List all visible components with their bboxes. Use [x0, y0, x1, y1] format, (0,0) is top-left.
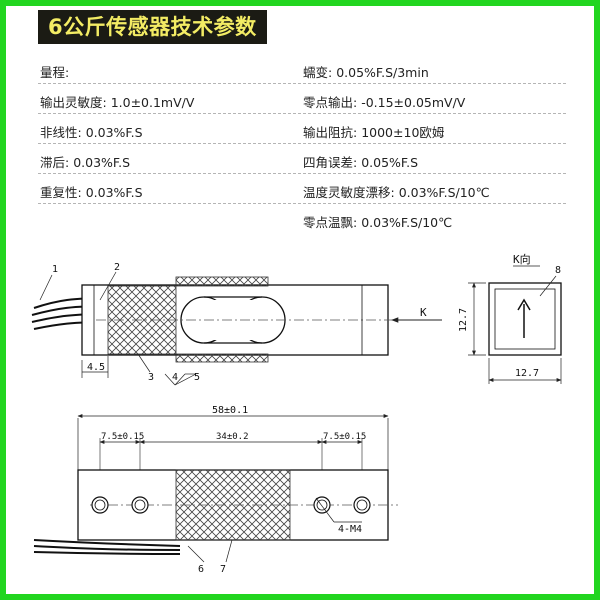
spec-corner-error: 四角误差: 0.05%F.S [303, 152, 418, 171]
top-view: 58±0.1 7.5±0.15 34±0.2 7.5±0.15 4-M4 [33, 405, 398, 575]
table-divider [38, 143, 566, 144]
end-view: K向 8 12.7 12.7 [458, 252, 562, 384]
spec-label: 零点输出: [303, 95, 358, 110]
spec-hysteresis: 滞后: 0.03%F.S [40, 152, 130, 171]
spec-label: 输出阻抗: [303, 125, 358, 140]
bottom-cover-strip [175, 353, 269, 363]
top-cover-strip [175, 276, 269, 287]
spec-value: -0.15±0.05mV/V [361, 95, 466, 110]
force-label-k: K [420, 306, 427, 319]
spec-temp-sensitivity-drift: 温度灵敏度漂移: 0.03%F.S/10℃ [303, 182, 490, 201]
spec-value: 0.03%F.S/10℃ [398, 185, 490, 200]
table-divider [38, 113, 566, 114]
spec-label: 蠕变: [303, 65, 333, 80]
dim-4-5: 4.5 [87, 362, 105, 373]
spec-value: 0.03%F.S/10℃ [361, 215, 453, 230]
callout-1: 1 [52, 264, 58, 275]
spec-output-impedance: 输出阻抗: 1000±10欧姆 [303, 122, 444, 141]
cable-wires-bottom [33, 539, 181, 555]
dim-end-height: 12.7 [458, 308, 469, 332]
page-title: 6公斤传感器技术参数 [38, 10, 267, 44]
spec-label: 四角误差: [303, 155, 358, 170]
spec-label: 重复性: [40, 185, 82, 200]
side-view: K 4.5 1 2 3 4 5 [31, 262, 442, 386]
spec-label: 非线性: [40, 125, 82, 140]
spec-creep: 蠕变: 0.05%F.S/3min [303, 62, 429, 81]
spec-label: 滞后: [40, 155, 70, 170]
spec-label: 零点温飘: [303, 215, 358, 230]
callout-3: 3 [148, 372, 154, 383]
spec-value: 0.03%F.S [73, 155, 131, 170]
spec-output-sensitivity: 输出灵敏度: 1.0±0.1mV/V [40, 92, 194, 111]
dim-center-span: 34±0.2 [216, 432, 249, 442]
spec-value: 0.05%F.S/3min [336, 65, 429, 80]
hole-spec: 4-M4 [338, 524, 362, 535]
dim-end-width: 12.7 [515, 368, 539, 379]
spec-value: 0.05%F.S [361, 155, 419, 170]
spec-label: 温度灵敏度漂移: [303, 185, 395, 200]
callout-8: 8 [555, 265, 561, 276]
spec-label: 输出灵敏度: [40, 95, 107, 110]
table-divider [38, 83, 566, 84]
dim-left-hole-spacing: 7.5±0.15 [101, 432, 144, 442]
table-divider [38, 203, 566, 204]
callout-6: 6 [198, 564, 204, 575]
callout-leaders [39, 271, 197, 386]
end-face [488, 282, 562, 356]
spec-value: 1.0±0.1mV/V [110, 95, 195, 110]
callout-7: 7 [220, 564, 226, 575]
dim-right-hole-spacing: 7.5±0.15 [323, 432, 366, 442]
spec-repeatability: 重复性: 0.03%F.S [40, 182, 143, 201]
mounting-holes [91, 496, 371, 514]
callout-5: 5 [194, 372, 200, 383]
callout-2: 2 [114, 262, 120, 273]
spec-zero-output: 零点输出: -0.15±0.05mV/V [303, 92, 465, 111]
spec-zero-temp-drift: 零点温飘: 0.03%F.S/10℃ [303, 212, 452, 231]
dim-total-length: 58±0.1 [212, 405, 248, 416]
table-divider [38, 173, 566, 174]
spec-value: 0.03%F.S [85, 125, 143, 140]
spec-value: 1000±10欧姆 [361, 125, 445, 140]
spec-value: 0.03%F.S [85, 185, 143, 200]
spec-label: 量程: [40, 65, 70, 80]
spec-range: 量程: [40, 62, 69, 81]
spec-nonlinearity: 非线性: 0.03%F.S [40, 122, 143, 141]
callout-4: 4 [172, 372, 178, 383]
end-view-label: K向 [513, 252, 531, 266]
